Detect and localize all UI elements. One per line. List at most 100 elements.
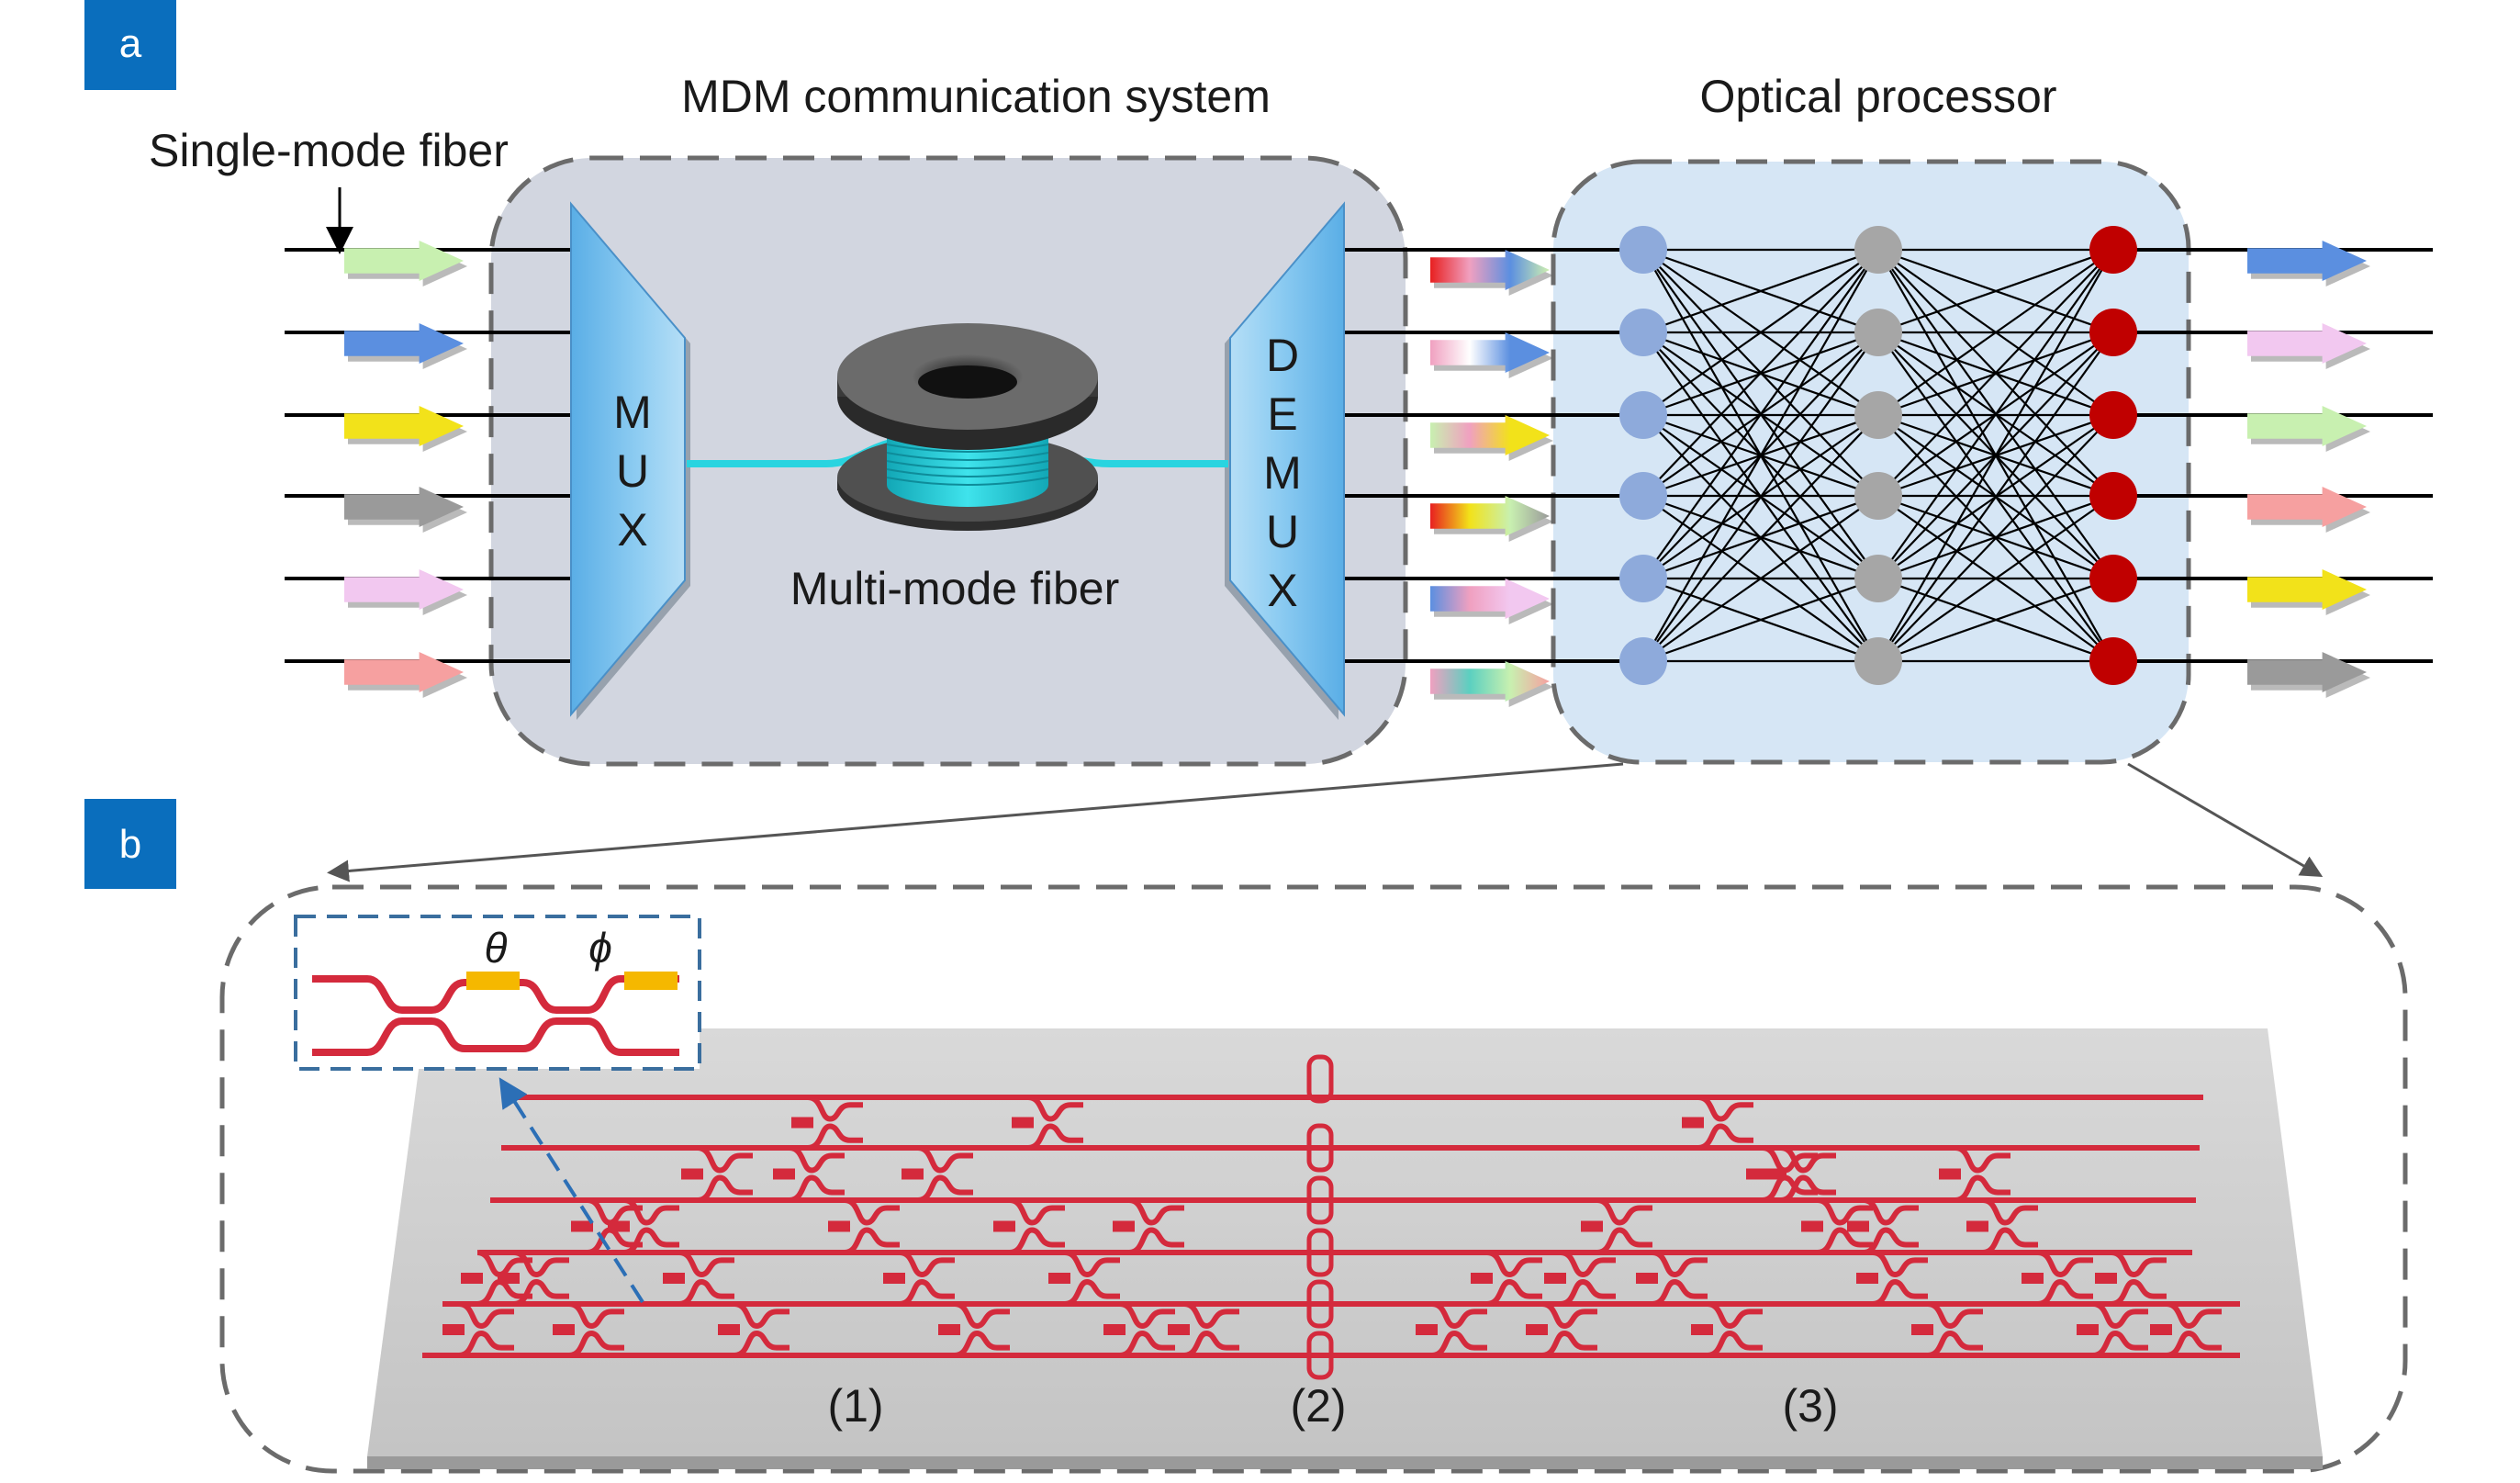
mdm-system-title: MDM communication system	[681, 71, 1271, 122]
mzi-cell	[844, 1197, 900, 1255]
mzi-cell	[1064, 1250, 1120, 1307]
mux-letter-3: X	[617, 504, 647, 556]
network-nodes	[1619, 226, 2137, 685]
input-mode-arrow	[344, 241, 464, 281]
theta-label: θ	[485, 924, 508, 972]
mixed-mode-arrow	[1430, 415, 1550, 455]
zoom-detail-box	[219, 884, 2408, 1474]
panel-a-letter: a	[119, 21, 142, 66]
mzi-mesh	[422, 1054, 2240, 1380]
output-mode-arrow	[2247, 487, 2367, 527]
section-label-2: (2)	[1290, 1380, 1346, 1432]
input-node	[1619, 472, 1667, 520]
input-mode-arrow	[344, 406, 464, 446]
mzi-cell	[807, 1095, 863, 1151]
output-mode-arrow	[2247, 241, 2367, 281]
mzi-cell	[1872, 1250, 1928, 1307]
mixed-mode-arrow	[1430, 332, 1550, 373]
hidden-node	[1854, 226, 1902, 274]
mixed-mode-arrows	[1430, 250, 1553, 707]
mzi-cell	[1128, 1197, 1184, 1255]
demux-prism	[1229, 201, 1345, 717]
crossing-cell	[1306, 1228, 1334, 1277]
hidden-node	[1854, 555, 1902, 602]
panel-a-badge	[84, 0, 176, 90]
mzi-cell	[1541, 1301, 1597, 1358]
mzi-cell	[678, 1250, 734, 1307]
input-arrows	[344, 241, 467, 698]
demux-letter-2: E	[1267, 388, 1297, 440]
mzi-cell	[1863, 1197, 1919, 1255]
mzi-cell	[1927, 1301, 1983, 1358]
input-mode-arrow	[344, 323, 464, 364]
mzi-cell	[789, 1145, 845, 1203]
crossing-cell	[1306, 1331, 1334, 1380]
output-arrows	[2247, 241, 2370, 698]
crossing-cell	[1306, 1175, 1334, 1225]
mux-letter-2: U	[616, 445, 649, 497]
mzi-cell	[1982, 1197, 2038, 1255]
output-mode-arrow	[2247, 652, 2367, 692]
mzi-cell	[917, 1145, 973, 1203]
mzi-cell	[2111, 1250, 2167, 1307]
photonic-chip	[367, 1028, 2323, 1469]
demux-letter-4: U	[1266, 506, 1299, 557]
crossing-cell	[1306, 1123, 1334, 1173]
hidden-node	[1854, 391, 1902, 439]
mzi-cell	[1027, 1095, 1083, 1151]
demux-letter-1: D	[1266, 330, 1299, 381]
mzi-cell	[2166, 1301, 2222, 1358]
output-mode-arrow	[2247, 569, 2367, 610]
inset-pointer-arrow	[498, 1077, 644, 1304]
panel-b: b (1) (2) (3) θ ϕ	[84, 799, 2408, 1474]
mixed-mode-arrow	[1430, 496, 1550, 536]
mixed-mode-arrow	[1430, 250, 1550, 290]
mzi-cell	[568, 1301, 624, 1358]
mzi-cell	[1780, 1145, 1836, 1203]
output-node	[2089, 391, 2137, 439]
mzi-cell	[1009, 1197, 1065, 1255]
output-node	[2089, 472, 2137, 520]
section-label-1: (1)	[827, 1380, 883, 1432]
hidden-node	[1854, 637, 1902, 685]
mzi-cell	[1119, 1301, 1175, 1358]
single-mode-fiber-label: Single-mode fiber	[149, 125, 509, 176]
output-mode-arrow	[2247, 323, 2367, 364]
mzi-cell	[2037, 1250, 2093, 1307]
output-node	[2089, 555, 2137, 602]
mzi-cell	[476, 1250, 532, 1307]
theta-heater	[466, 972, 520, 990]
mzi-cell	[1707, 1301, 1763, 1358]
input-mode-arrow	[344, 487, 464, 527]
mux-letter-1: M	[613, 387, 652, 438]
mzi-cell	[899, 1250, 955, 1307]
hidden-node	[1854, 472, 1902, 520]
demux-block: D E M U X	[1225, 201, 1345, 720]
mzi-cell	[1652, 1250, 1708, 1307]
output-node	[2089, 637, 2137, 685]
network-connections	[1642, 248, 2114, 663]
demux-letter-5: X	[1267, 565, 1297, 616]
mzi-cell	[1431, 1301, 1487, 1358]
panel-a: a Single-mode fiber MDM communication sy…	[84, 0, 2433, 882]
mzi-cell	[1596, 1197, 1652, 1255]
mzi-inset	[312, 972, 679, 1056]
mzi-cell	[458, 1301, 514, 1358]
output-mode-arrow	[2247, 406, 2367, 446]
input-mode-arrow	[344, 569, 464, 610]
mixed-mode-arrow	[1430, 661, 1550, 702]
multimode-fiber	[687, 323, 1228, 531]
crossing-cell	[1306, 1279, 1334, 1329]
input-mode-arrow	[344, 652, 464, 692]
mzi-cell	[1560, 1250, 1616, 1307]
mzi-inset-box	[294, 915, 701, 1071]
crossing-cell	[1306, 1054, 1334, 1104]
input-node	[1619, 226, 1667, 274]
optical-processor-title: Optical processor	[1699, 71, 2056, 122]
mzi-cell	[954, 1301, 1010, 1358]
mux-block: M U X	[570, 201, 690, 720]
chip-substrate	[367, 1028, 2323, 1456]
section-label-3: (3)	[1782, 1380, 1838, 1432]
output-node	[2089, 309, 2137, 356]
